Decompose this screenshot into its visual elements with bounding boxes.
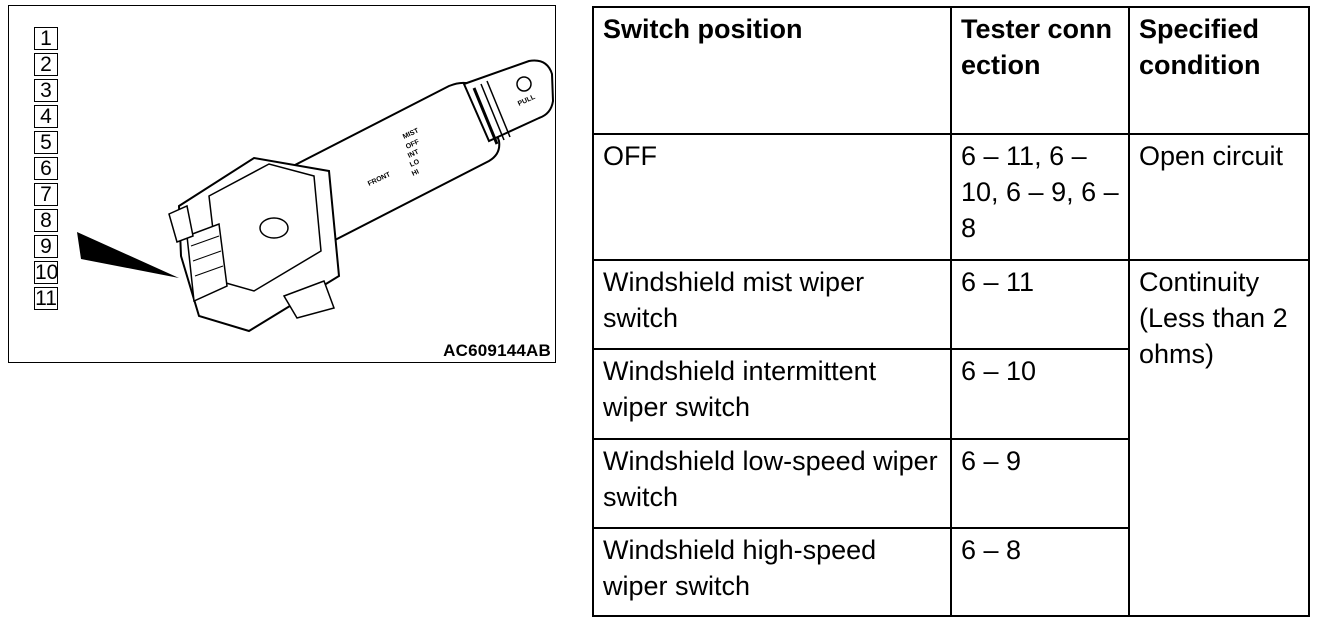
pin-number: 5: [34, 131, 58, 154]
cell-tester-connection: 6 – 11: [950, 259, 1130, 350]
marking-hi: HI: [411, 168, 420, 177]
cell-specified-condition: Continuity (Less than 2 ohms): [1128, 259, 1310, 617]
washer-icon: [516, 76, 532, 92]
inspection-table: Switch position Tester connection Specif…: [592, 6, 1310, 617]
table-row: Windshield low-speed wiper switch 6 – 9: [592, 438, 1309, 529]
cell-switch-position: Windshield high-speed wiper switch: [592, 527, 952, 617]
figure-code: AC609144AB: [443, 341, 551, 360]
marking-lo: LO: [409, 158, 421, 169]
table-row: Windshield high-speed wiper switch 6 – 8: [592, 527, 1309, 617]
pin-number: 9: [34, 235, 58, 258]
pin-number: 8: [34, 209, 58, 232]
table-header-row: Switch position Tester connection Specif…: [592, 6, 1310, 135]
header-specified-condition: Specified condition: [1128, 6, 1310, 135]
connector-pin-list: 1 2 3 4 5 6 7 8 9 10 11: [34, 27, 60, 313]
pin-number: 1: [34, 27, 58, 50]
switch-figure: 1 2 3 4 5 6 7 8 9 10 11 PULL MIST OFF IN…: [8, 5, 556, 363]
pin-number: 4: [34, 105, 58, 128]
pin-number: 3: [34, 79, 58, 102]
pin-number: 2: [34, 53, 58, 76]
cell-switch-position: Windshield intermittent wiper switch: [592, 348, 952, 440]
cell-switch-position: Windshield low-speed wiper switch: [592, 438, 952, 529]
cell-tester-connection: 6 – 9: [950, 438, 1130, 529]
cell-switch-position: OFF: [592, 133, 952, 261]
pin-number: 10: [34, 261, 59, 284]
wiper-switch-drawing: PULL MIST OFF INT LO HI FRONT: [77, 59, 554, 333]
table-row: Windshield mist wiper switch 6 – 11 Cont…: [592, 259, 1310, 617]
table-row: OFF 6 – 11, 6 – 10, 6 – 9, 6 – 8 Open ci…: [592, 133, 1310, 261]
table-row: Windshield intermittent wiper switch 6 –…: [592, 348, 1309, 440]
cell-specified-condition: Open circuit: [1128, 133, 1310, 261]
pin-number: 7: [34, 183, 58, 206]
pin-number: 11: [34, 287, 58, 310]
connector-pointer-arrow: [77, 232, 179, 278]
cell-switch-position: Windshield mist wiper switch: [592, 259, 952, 350]
marking-int: INT: [407, 148, 421, 159]
cell-tester-connection: 6 – 11, 6 – 10, 6 – 9, 6 – 8: [950, 133, 1130, 261]
header-tester-connection: Tester connection: [950, 6, 1130, 135]
cell-tester-connection: 6 – 10: [950, 348, 1130, 440]
cell-tester-connection: 6 – 8: [950, 527, 1130, 617]
connector-housing: [186, 222, 228, 303]
header-switch-position: Switch position: [592, 6, 952, 135]
pin-number: 6: [34, 157, 58, 180]
